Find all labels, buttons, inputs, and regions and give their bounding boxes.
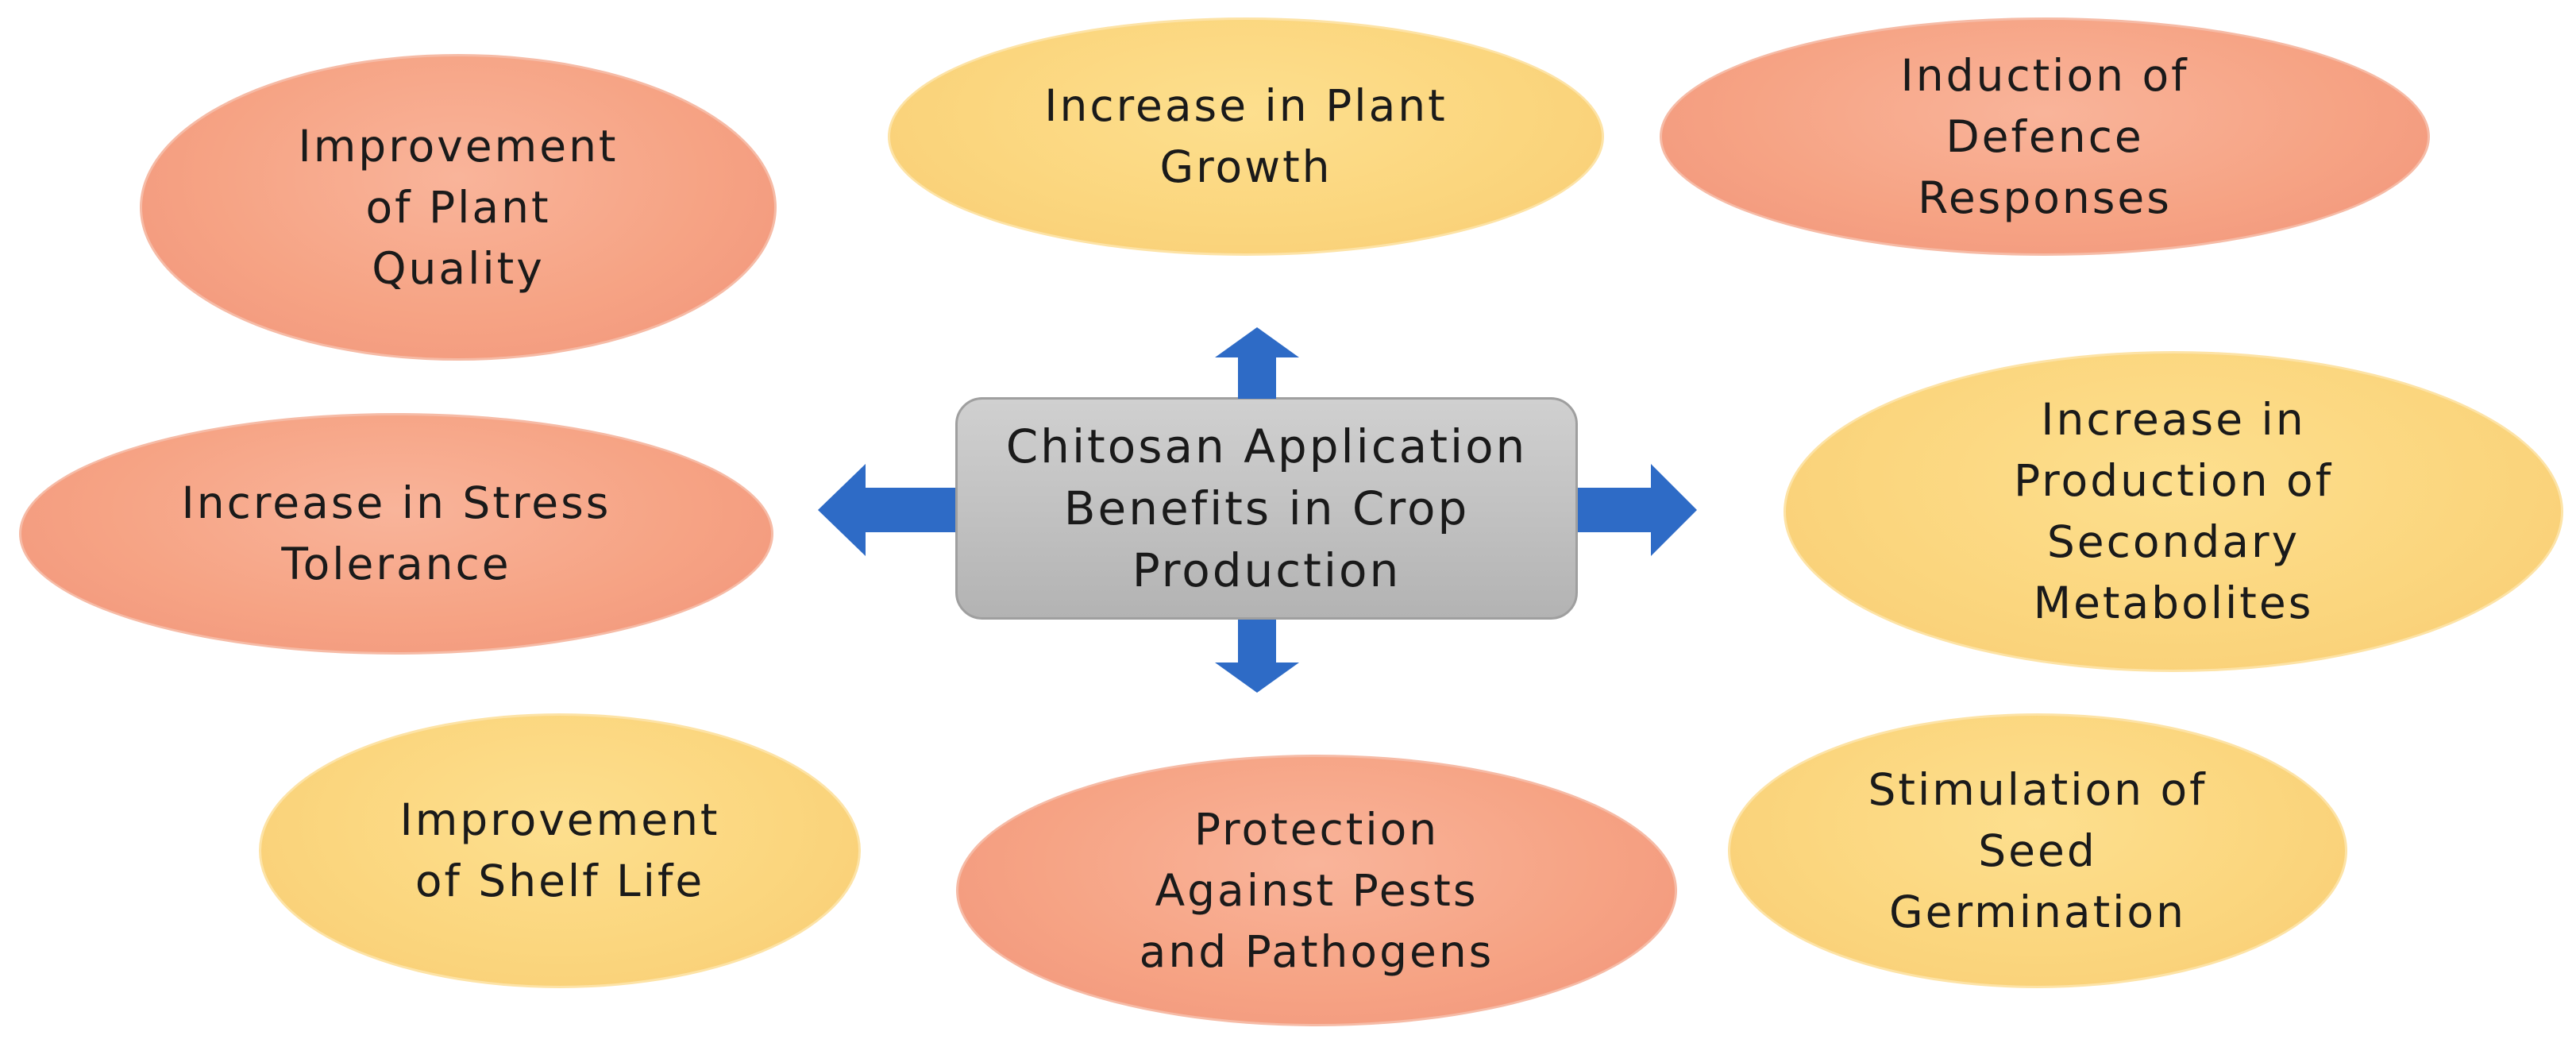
benefit-plant-growth: Increase in Plant Growth	[888, 17, 1604, 256]
benefit-label: Stimulation of Seed Germination	[1868, 763, 2208, 937]
benefit-shelf-life: Improvement of Shelf Life	[259, 713, 861, 988]
benefit-label: Induction of Defence Responses	[1900, 49, 2189, 223]
benefit-label: Increase in Plant Growth	[1044, 80, 1448, 192]
benefit-label: Increase in Stress Tolerance	[181, 477, 611, 589]
benefit-label: Protection Against Pests and Pathogens	[1139, 803, 1494, 977]
benefit-label: Improvement of Shelf Life	[399, 794, 720, 906]
benefit-pests-pathogens: Protection Against Pests and Pathogens	[956, 755, 1677, 1026]
benefit-label: Improvement of Plant Quality	[298, 120, 619, 294]
arrow-right-icon	[1578, 464, 1697, 556]
benefit-defence-responses: Induction of Defence Responses	[1660, 17, 2430, 256]
arrow-up-icon	[1215, 327, 1299, 399]
center-topic-label: Chitosan Application Benefits in Crop Pr…	[1005, 419, 1528, 598]
arrow-down-icon	[1215, 620, 1299, 693]
benefit-secondary-metabolites: Increase in Production of Secondary Meta…	[1784, 351, 2563, 672]
arrow-left-icon	[818, 464, 955, 556]
benefit-plant-quality: Improvement of Plant Quality	[140, 54, 777, 361]
benefit-stress-tolerance: Increase in Stress Tolerance	[19, 413, 773, 655]
benefit-seed-germination: Stimulation of Seed Germination	[1728, 713, 2347, 988]
benefit-label: Increase in Production of Secondary Meta…	[2013, 394, 2334, 628]
center-topic-box: Chitosan Application Benefits in Crop Pr…	[955, 397, 1578, 620]
